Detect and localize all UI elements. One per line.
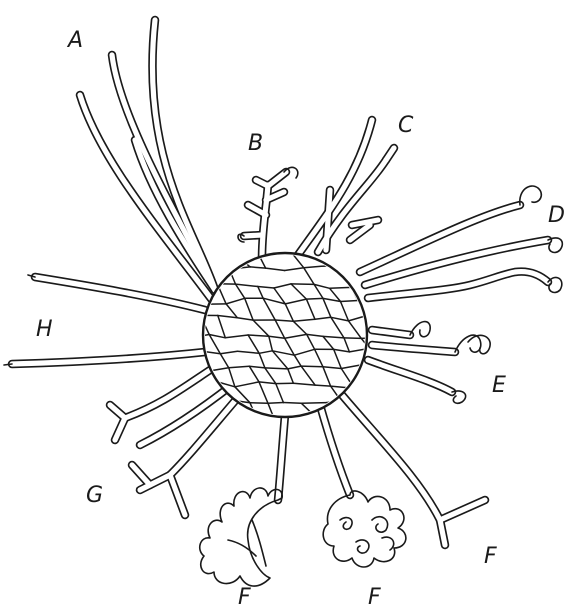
- label-a: A: [66, 28, 83, 53]
- cell-wall: [370, 385, 392, 389]
- cell-wall: [171, 433, 190, 434]
- lobed-f-mid-swirl1: [340, 518, 352, 530]
- cell-wall: [169, 370, 188, 371]
- appendage-type-e: [368, 330, 455, 392]
- spike-tip-h2: [4, 364, 12, 365]
- cell-wall: [370, 388, 378, 401]
- cell-wall: [283, 403, 301, 404]
- cell-wall: [330, 287, 352, 288]
- cell-wall: [369, 419, 391, 422]
- cell-wall: [383, 234, 396, 238]
- cell-wall: [209, 235, 225, 238]
- curl-tip-e2: [455, 335, 481, 352]
- cell-wall: [200, 416, 215, 418]
- cell-wall: [268, 403, 283, 404]
- cell-wall: [168, 403, 190, 405]
- cell-wall: [237, 422, 248, 437]
- label-f-left: F: [238, 585, 251, 606]
- cell-wall: [304, 432, 324, 433]
- cell-wall: [377, 401, 401, 404]
- cell-wall: [350, 250, 371, 255]
- cell-wall: [370, 250, 390, 251]
- cell-wall: [229, 433, 248, 436]
- cell-wall: [354, 388, 361, 402]
- cell-wall: [360, 365, 370, 388]
- cell-wall: [344, 338, 361, 339]
- cell-wall: [383, 432, 397, 438]
- cell-wall: [361, 401, 377, 402]
- cell-wall: [258, 421, 275, 422]
- cell-wall: [377, 401, 391, 419]
- cell-wall: [331, 417, 349, 418]
- cell-wall: [225, 237, 235, 255]
- cell-wall: [168, 403, 180, 418]
- label-g: G: [86, 483, 103, 508]
- cell-wall: [401, 404, 409, 416]
- cell-wall: [392, 416, 409, 420]
- label-h: H: [36, 317, 53, 342]
- label-b: B: [248, 131, 263, 156]
- cell-wall: [306, 298, 323, 299]
- cell-wall: [178, 315, 200, 316]
- cell-wall: [392, 419, 397, 431]
- cell-wall: [387, 317, 405, 319]
- cell-wall: [339, 434, 360, 437]
- cell-wall: [378, 300, 387, 317]
- cell-wall: [301, 403, 326, 404]
- lobed-f-mid: [323, 491, 406, 567]
- cell-wall: [291, 284, 314, 285]
- cell-wall: [171, 334, 184, 352]
- label-c: C: [398, 113, 414, 138]
- label-e: E: [492, 373, 506, 398]
- cell-wall: [286, 232, 304, 233]
- cell-wall: [301, 366, 323, 367]
- cell-wall: [220, 250, 236, 255]
- cell-wall: [377, 370, 392, 384]
- lobed-f-mid-swirl2: [372, 517, 388, 532]
- hook-tip-d3: [548, 277, 562, 292]
- lobed-f-mid-swirl4: [382, 537, 394, 550]
- lobed-appendages: [200, 488, 406, 586]
- lobed-f-mid-swirl3: [356, 540, 369, 553]
- cell-wall: [401, 299, 405, 319]
- cell-wall: [294, 416, 304, 432]
- cell-wall: [265, 232, 287, 237]
- cell-wall: [387, 283, 411, 287]
- cell-wall: [169, 370, 184, 383]
- cell-wall: [182, 286, 191, 303]
- cell-wall: [383, 238, 390, 251]
- cell-wall: [315, 385, 331, 386]
- cell-wall: [330, 254, 344, 265]
- cell-wall: [392, 383, 406, 384]
- appendage-type-f: [278, 395, 485, 545]
- cell-wall: [169, 266, 183, 286]
- cell-wall: [209, 235, 220, 250]
- label-f-mid: F: [368, 585, 381, 606]
- cell-wall: [368, 315, 388, 317]
- cell-wall: [235, 250, 256, 255]
- cell-wall: [199, 382, 218, 383]
- appendage-type-d: [360, 205, 548, 298]
- cell-wall: [265, 368, 288, 369]
- cell-wall: [341, 301, 358, 302]
- label-d: D: [548, 203, 565, 228]
- cell-wall: [171, 334, 191, 338]
- lobed-f-left: [200, 488, 282, 586]
- filament-a3: [80, 95, 212, 300]
- cell-wall: [250, 403, 268, 404]
- cell-wall: [321, 266, 343, 267]
- label-f-right: F: [484, 544, 497, 569]
- cell-wall: [248, 433, 266, 437]
